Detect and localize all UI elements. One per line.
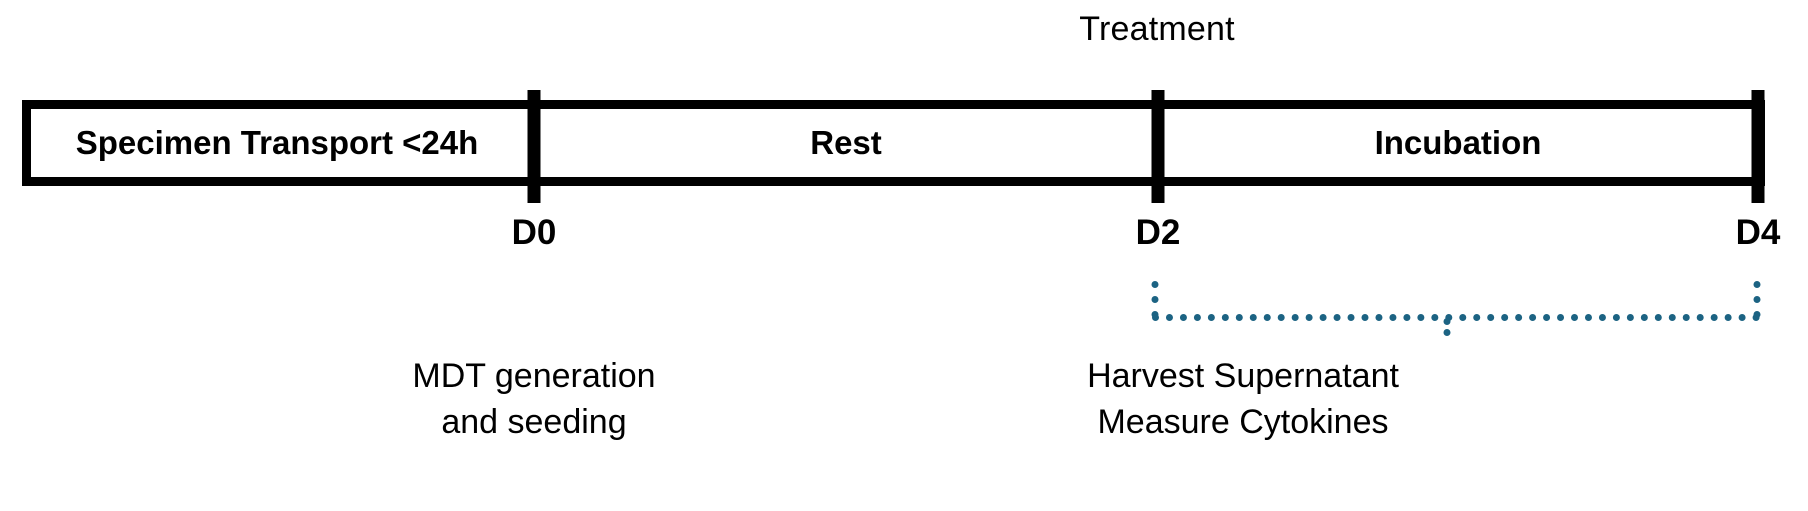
treatment-annotation-label: Treatment [1079, 10, 1235, 48]
caption-harvest-line-2: Measure Cytokines [1097, 403, 1389, 441]
tick-mark-d2 [1151, 90, 1165, 203]
day-label-d4: D4 [1735, 213, 1781, 252]
caption-harvest-supernatant: Harvest Supernatant Measure Cytokines [1087, 353, 1399, 445]
timeline-bar [22, 100, 1765, 186]
caption-harvest-line-1: Harvest Supernatant [1087, 357, 1399, 395]
day-label-d0: D0 [511, 213, 557, 252]
tick-mark-d4 [1751, 90, 1765, 203]
caption-mdt-line-1: MDT generation [412, 357, 656, 395]
bracket-right-leg [1753, 281, 1761, 318]
timeline-segment-rest: Rest [810, 124, 882, 161]
caption-mdt-generation: MDT generation and seeding [412, 353, 655, 445]
caption-mdt-line-2: and seeding [441, 403, 627, 441]
bracket-center-stub [1443, 318, 1451, 336]
bracket-left-leg [1151, 281, 1159, 318]
timeline-segment-incubation: Incubation [1374, 124, 1542, 161]
bracket-horizontal-span [1152, 314, 1760, 321]
day-label-d2: D2 [1135, 213, 1181, 252]
tick-mark-d0 [527, 90, 541, 203]
timeline-segment-specimen-transport: Specimen Transport <24h [75, 124, 479, 161]
